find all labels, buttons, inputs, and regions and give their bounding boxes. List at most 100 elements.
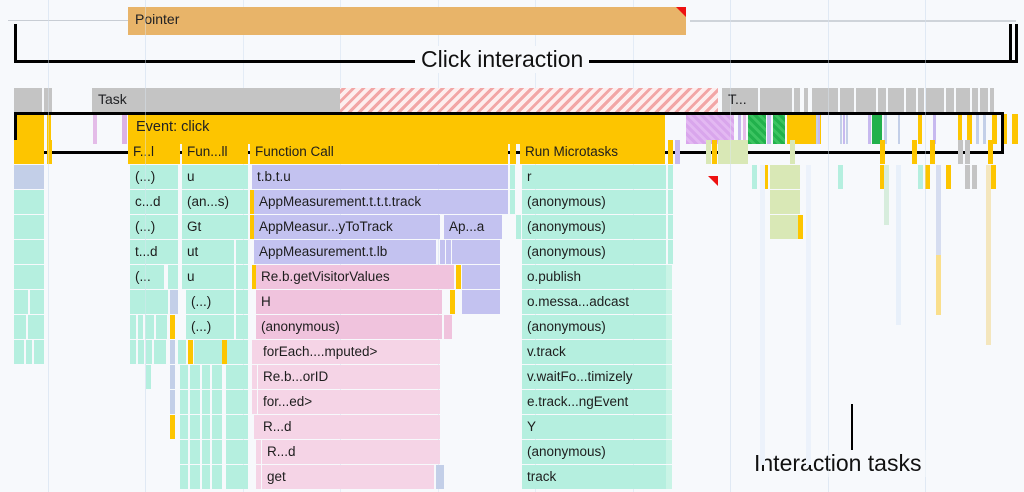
flame-bar[interactable]: get [262, 465, 434, 489]
flame-bar[interactable] [666, 390, 672, 414]
flame-bar[interactable]: v.track [522, 340, 666, 364]
flame-bar[interactable]: (anonymous) [522, 190, 666, 214]
flame-bar[interactable] [212, 390, 222, 414]
flame-bar[interactable] [668, 140, 673, 164]
flame-bar[interactable] [30, 290, 44, 314]
flame-bar[interactable] [446, 240, 451, 264]
flame-bar[interactable] [452, 240, 500, 264]
flame-bar[interactable] [14, 190, 44, 214]
flame-bar[interactable]: Fun...ll [182, 140, 248, 164]
flame-bar[interactable] [510, 190, 515, 214]
flame-bar[interactable] [252, 340, 258, 364]
flame-bar[interactable]: R...d [262, 440, 440, 464]
task-block[interactable] [14, 88, 42, 112]
task-block[interactable] [918, 88, 924, 112]
flame-bar[interactable] [946, 165, 951, 189]
flame-bar[interactable]: u [182, 265, 234, 289]
flame-bar[interactable]: Function Call [250, 140, 508, 164]
flame-bar[interactable]: AppMeasurement.t.lb [254, 240, 436, 264]
flame-bar[interactable] [202, 415, 210, 439]
flame-bar[interactable] [170, 315, 175, 339]
task-block[interactable] [990, 88, 994, 112]
flame-bar[interactable] [236, 315, 248, 339]
flame-bar[interactable] [228, 340, 248, 364]
flame-bar[interactable]: (anonymous) [522, 240, 666, 264]
task-block[interactable] [888, 88, 904, 112]
task-block[interactable] [878, 88, 886, 112]
flame-bar[interactable] [190, 465, 200, 489]
event-block[interactable] [738, 114, 741, 144]
flame-bar[interactable] [190, 440, 200, 464]
pointer-track-bar[interactable]: Pointer [128, 7, 686, 35]
event-block[interactable] [958, 114, 962, 144]
flame-bar[interactable] [706, 140, 711, 164]
flame-bar[interactable] [254, 415, 259, 439]
flame-bar[interactable] [222, 340, 227, 364]
flame-bar[interactable] [666, 440, 672, 464]
event-block[interactable] [767, 114, 771, 144]
event-block[interactable] [1012, 114, 1018, 144]
flame-bar[interactable] [145, 315, 154, 339]
flame-bar[interactable] [675, 140, 680, 164]
flame-bar[interactable] [930, 140, 935, 164]
flame-bar[interactable] [154, 340, 166, 364]
event-block[interactable] [983, 114, 986, 144]
flame-bar[interactable] [168, 265, 178, 289]
flame-bar[interactable] [14, 315, 26, 339]
flame-bar[interactable] [156, 315, 167, 339]
flame-bar[interactable] [666, 465, 672, 489]
flame-bar[interactable] [170, 340, 175, 364]
flame-bar[interactable] [918, 165, 923, 189]
flame-bar[interactable] [170, 415, 175, 439]
flame-bar[interactable] [14, 340, 24, 364]
flame-bar[interactable]: t.b.t.u [252, 165, 508, 189]
flame-bar[interactable] [456, 265, 461, 289]
flame-bar[interactable] [462, 290, 500, 314]
flame-bar[interactable]: (...) [130, 215, 178, 239]
flame-bar[interactable] [798, 215, 803, 239]
flame-bar[interactable] [236, 290, 248, 314]
flame-bar[interactable] [26, 340, 32, 364]
flame-bar[interactable] [47, 140, 52, 164]
flame-bar[interactable]: F...l [128, 140, 180, 164]
flame-bar[interactable]: Ap...a [444, 215, 502, 239]
flame-bar[interactable] [252, 265, 257, 289]
flame-bar[interactable] [770, 190, 800, 214]
flame-bar[interactable]: (anonymous) [522, 440, 666, 464]
event-block[interactable] [122, 114, 127, 144]
flame-bar[interactable] [130, 290, 168, 314]
flame-bar[interactable] [436, 465, 444, 489]
flame-bar[interactable] [188, 340, 193, 364]
flame-bar[interactable] [666, 415, 672, 439]
flame-bar[interactable] [190, 390, 200, 414]
flame-bar[interactable] [138, 340, 144, 364]
flame-bar[interactable] [252, 390, 257, 414]
flame-bar[interactable]: for...ed> [258, 390, 440, 414]
task-block[interactable] [926, 88, 944, 112]
flame-bar[interactable]: r [522, 165, 666, 189]
flame-bar[interactable] [965, 165, 970, 189]
flame-bar[interactable]: (an...s) [182, 190, 248, 214]
event-block[interactable] [816, 114, 818, 144]
flame-bar[interactable] [14, 165, 44, 189]
flame-bar[interactable] [14, 265, 44, 289]
event-block[interactable] [743, 114, 746, 144]
flame-bar[interactable] [226, 440, 248, 464]
flame-bar[interactable]: track [522, 465, 666, 489]
flame-bar[interactable] [912, 140, 917, 164]
flame-bar[interactable] [440, 240, 445, 264]
flame-bar[interactable] [752, 165, 757, 189]
task-block[interactable] [956, 88, 970, 112]
flame-bar[interactable] [14, 215, 44, 239]
flame-bar[interactable] [180, 365, 188, 389]
flame-bar[interactable] [252, 365, 257, 389]
flame-bar[interactable]: (anonymous) [256, 315, 442, 339]
flame-bar[interactable] [965, 140, 970, 164]
flame-bar[interactable] [668, 165, 673, 189]
flame-bar[interactable] [884, 165, 889, 225]
flame-bar[interactable] [450, 290, 455, 314]
task-block[interactable] [794, 88, 800, 112]
flame-bar[interactable] [712, 140, 717, 164]
task-block[interactable] [906, 88, 916, 112]
flame-bar[interactable] [170, 290, 178, 314]
